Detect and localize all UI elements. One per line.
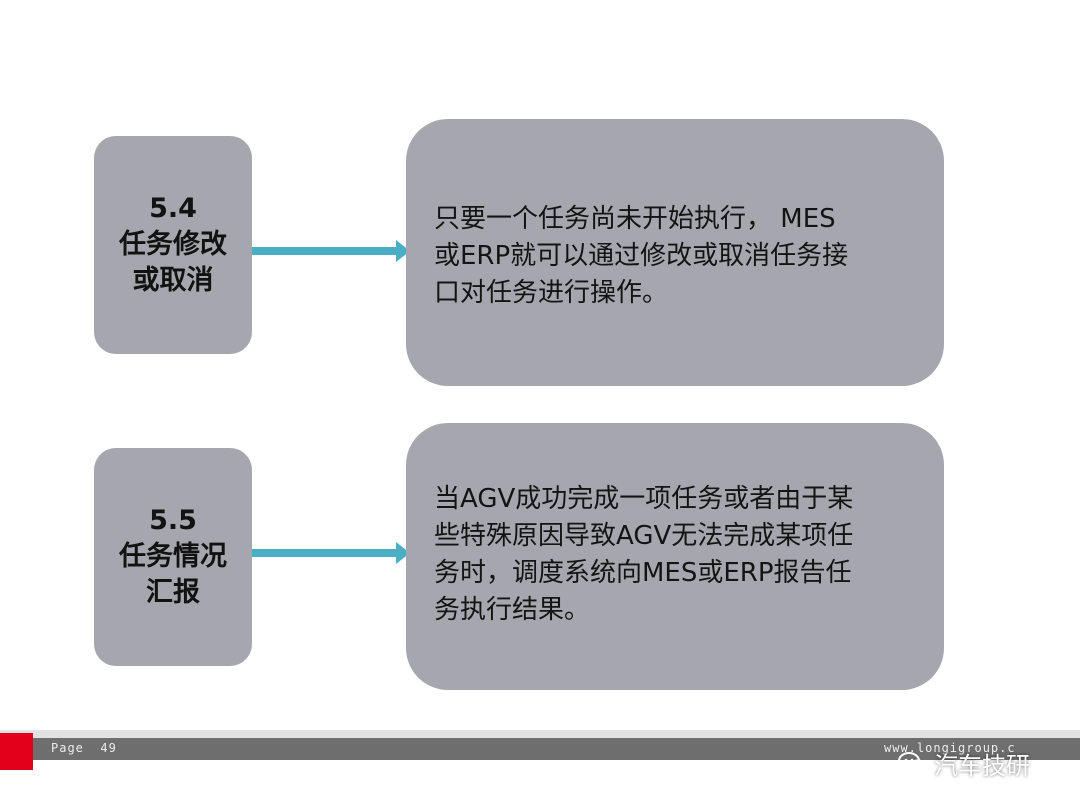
section-label-5-4: 5.4 任务修改 或取消 (94, 136, 252, 354)
section-title-line1: 任务情况 (119, 541, 227, 572)
connector-arrow-5-4 (252, 240, 410, 262)
description-box-5-4: 只要一个任务尚未开始执行， MES 或ERP就可以通过修改或取消任务接 口对任务… (406, 119, 944, 386)
section-title-line2: 或取消 (132, 265, 214, 296)
section-title-line2: 汇报 (146, 577, 200, 608)
description-box-5-5: 当AGV成功完成一项任务或者由于某 些特殊原因导致AGV无法完成某项任 务时，调… (406, 423, 944, 690)
section-number: 5.4 (149, 193, 197, 224)
section-label-5-5: 5.5 任务情况 汇报 (94, 448, 252, 666)
description-line: 务时，调度系统向MES或ERP报告任 (434, 558, 852, 588)
connector-arrow-5-5 (252, 542, 410, 564)
page-number: Page 49 (51, 741, 117, 755)
section-number: 5.5 (149, 505, 197, 536)
watermark: 汽车技研 (898, 746, 1030, 781)
footer-red-accent (0, 733, 33, 770)
watermark-text: 汽车技研 (934, 752, 1030, 780)
wechat-icon (898, 751, 928, 774)
footer-divider (0, 730, 1080, 740)
description-line: 当AGV成功完成一项任务或者由于某 (434, 484, 854, 514)
description-line: 些特殊原因导致AGV无法完成某项任 (434, 521, 854, 551)
section-title-line1: 任务修改 (119, 229, 227, 260)
description-line: 口对任务进行操作。 (434, 278, 669, 308)
site-url: www.longigroup.c (884, 741, 1016, 755)
footer-bar (0, 738, 1080, 760)
description-line: 只要一个任务尚未开始执行， MES (434, 204, 836, 234)
description-line: 或ERP就可以通过修改或取消任务接 (434, 241, 849, 271)
description-line: 务执行结果。 (434, 595, 591, 625)
